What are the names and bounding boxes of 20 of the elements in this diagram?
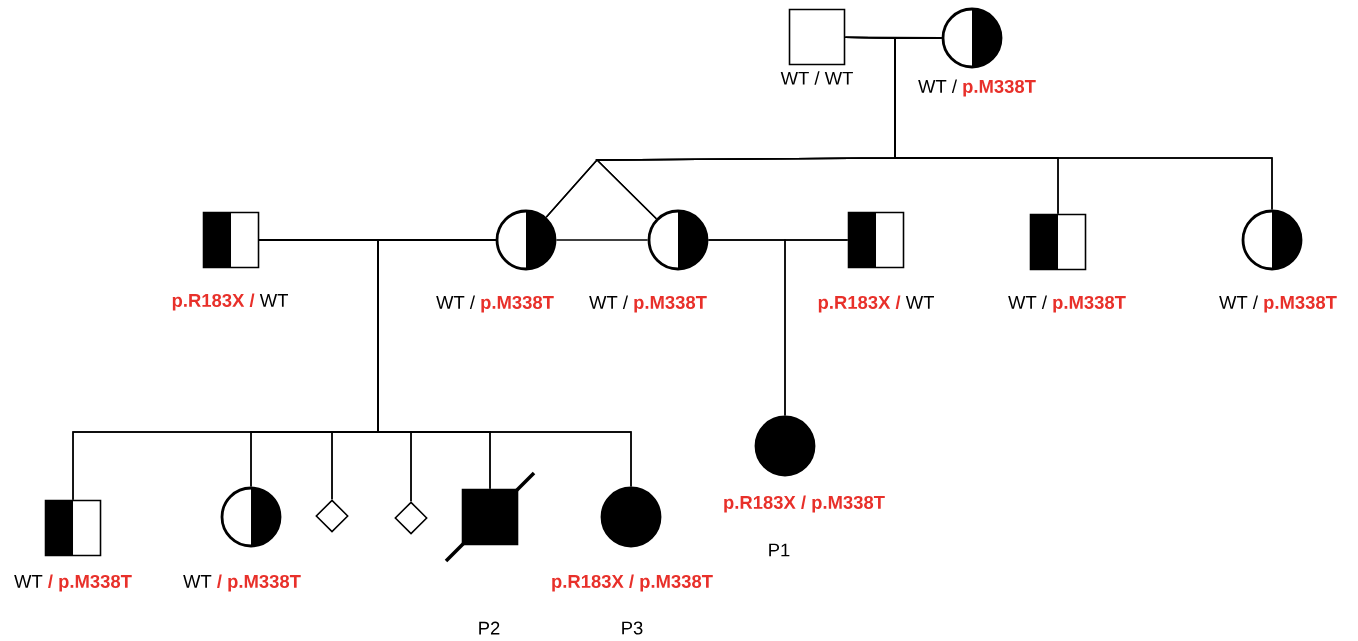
patient-label: P2 <box>479 621 500 635</box>
genotype-label: p.R183X / WT <box>818 295 934 313</box>
genotype-label: p.R183X / WT <box>172 293 288 311</box>
genotype-label: WT / p.M338T <box>918 79 1036 97</box>
genotype-label: p.R183X / p.M338T <box>724 495 885 513</box>
genotype-label: WT / p.M338T <box>589 295 707 313</box>
genotype-label: WT / p.M338T <box>1008 295 1126 313</box>
genotype-label: WT / p.M338T <box>14 574 132 592</box>
descent-line <box>377 239 632 488</box>
genotype-label: WT / p.M338T <box>1219 295 1337 313</box>
genotype-label: WT / p.M338T <box>436 295 554 313</box>
unknown-sex-symbol <box>394 501 428 535</box>
genotype-label: WT / WT <box>780 71 853 85</box>
relationship-line <box>555 239 649 241</box>
descent-line <box>784 239 849 417</box>
genotype-label: p.R183X / p.M338T <box>552 574 713 592</box>
genotype-label: WT / p.M338T <box>183 574 301 592</box>
patient-label: P1 <box>769 543 790 557</box>
unknown-sex-symbol <box>315 499 349 533</box>
patient-label: P3 <box>622 621 643 635</box>
